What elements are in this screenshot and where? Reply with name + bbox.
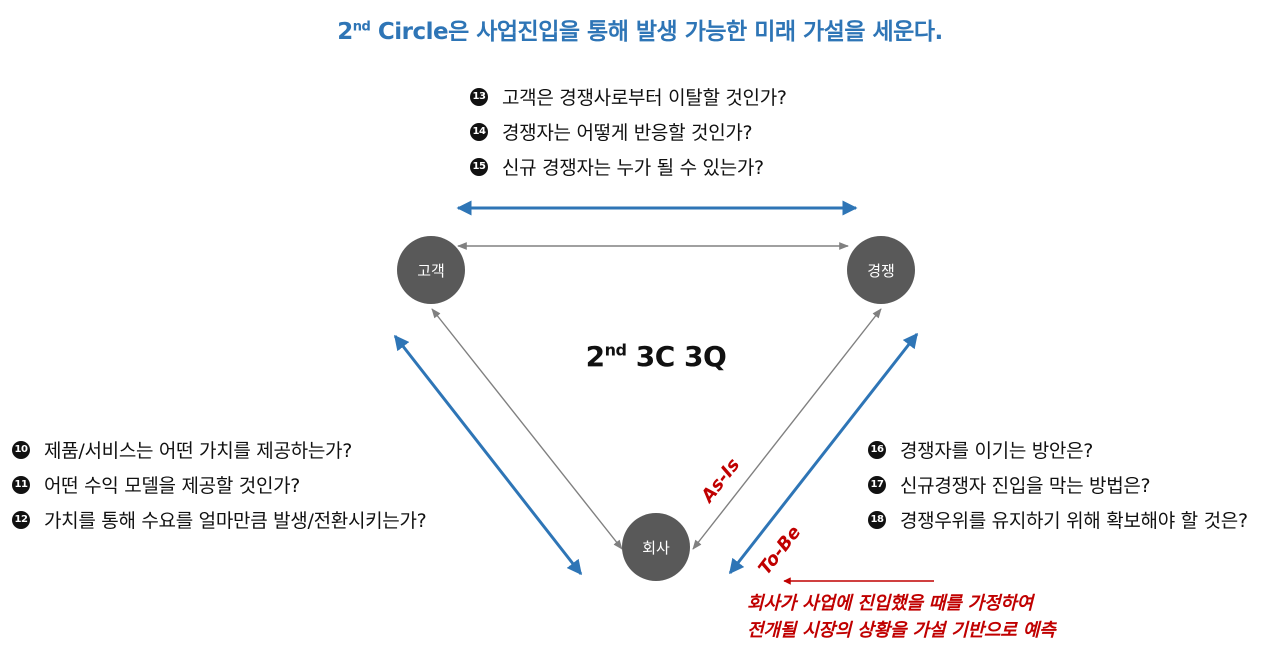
question-text: 제품/서비스는 어떤 가치를 제공하는가? [44, 440, 352, 462]
list-item: 11 어떤 수익 모델을 제공할 것인가? [12, 467, 426, 502]
number-icon: 16 [868, 440, 886, 459]
question-text: 가치를 통해 수요를 얼마만큼 발생/전환시키는가? [44, 510, 427, 532]
diagram-title: 2nd Circle은 사업진입을 통해 발생 가능한 미래 가설을 세운다. [337, 19, 943, 45]
question-text: 경쟁우위를 유지하기 위해 확보해야 할 것은? [900, 510, 1248, 532]
question-text: 신규 경쟁자는 누가 될 수 있는가? [502, 157, 764, 179]
number-icon: 13 [470, 87, 488, 106]
list-item: 17 신규경쟁자 진입을 막는 방법은? [868, 467, 1248, 502]
number-icon: 15 [470, 157, 488, 176]
arrow-left [393, 334, 583, 576]
question-text: 경쟁자를 이기는 방안은? [900, 440, 1094, 462]
node-competitor: 경쟁 [847, 236, 915, 304]
arrow-right [728, 332, 919, 575]
question-text: 신규경쟁자 진입을 막는 방법은? [900, 475, 1151, 497]
node-company: 회사 [622, 513, 690, 581]
number-icon: 12 [12, 510, 30, 529]
top-question-list: 13 고객은 경쟁사로부터 이탈할 것인가? 14 경쟁자는 어떻게 반응할 것인가… [470, 79, 787, 184]
list-item: 12 가치를 통해 수요를 얼마만큼 발생/전환시키는가? [12, 502, 427, 537]
question-text: 경쟁자는 어떻게 반응할 것인가? [502, 122, 753, 144]
right-question-list: 16 경쟁자를 이기는 방안은? 17 신규경쟁자 진입을 막는 방법은? 18 경쟁… [868, 432, 1248, 537]
list-item: 15 신규 경쟁자는 누가 될 수 있는가? [470, 149, 787, 184]
list-item: 13 고객은 경쟁사로부터 이탈할 것인가? [470, 79, 787, 114]
list-item: 14 경쟁자는 어떻게 반응할 것인가? [470, 114, 787, 149]
node-customer: 고객 [397, 236, 465, 304]
list-item: 16 경쟁자를 이기는 방안은? [868, 432, 1248, 467]
number-icon: 18 [868, 510, 886, 529]
number-icon: 14 [470, 122, 488, 141]
question-text: 고객은 경쟁사로부터 이탈할 것인가? [502, 87, 787, 109]
list-item: 10 제품/서비스는 어떤 가치를 제공하는가? [12, 432, 426, 467]
number-icon: 10 [12, 440, 30, 459]
note-line-1: 회사가 사업에 진입했을 때를 가정하여 [747, 593, 1034, 614]
number-icon: 17 [868, 475, 886, 494]
list-item: 18 경쟁우위를 유지하기 위해 확보해야 할 것은? [868, 502, 1248, 537]
prediction-note: 회사가 사업에 진입했을 때를 가정하여 전개될 시장의 상황을 가설 기반으로… [747, 590, 1056, 644]
left-question-list: 10 제품/서비스는 어떤 가치를 제공하는가? 11 어떤 수익 모델을 제공할 … [12, 432, 427, 537]
question-text: 어떤 수익 모델을 제공할 것인가? [44, 475, 301, 497]
number-icon: 11 [12, 475, 30, 494]
center-label: 2nd 3C 3Q [585, 340, 727, 373]
note-line-2: 전개될 시장의 상황을 가설 기반으로 예측 [747, 620, 1056, 641]
